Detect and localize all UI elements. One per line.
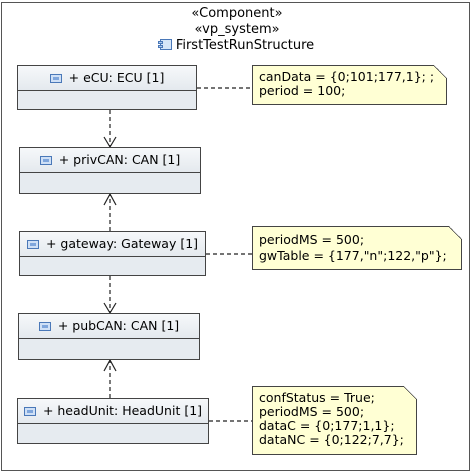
- part-icon: [39, 156, 52, 165]
- part-ecu-header: + eCU: ECU [1]: [18, 66, 196, 91]
- note-gateway: periodMS = 500; gwTable = {177,"n";122,"…: [252, 226, 462, 270]
- component-title: FirstTestRunStructure: [0, 38, 474, 54]
- note-line: period = 100;: [259, 83, 346, 98]
- part-icon: [26, 240, 39, 249]
- part-gateway-label: + gateway: Gateway [1]: [45, 236, 199, 251]
- part-icon: [23, 407, 36, 416]
- part-ecu-label: + eCU: ECU [1]: [68, 70, 165, 85]
- note-headunit: confStatus = True; periodMS = 500; dataC…: [252, 386, 417, 455]
- component-stereotype: «Component»: [191, 6, 283, 21]
- part-pubcan-header: + pubCAN: CAN [1]: [19, 314, 199, 339]
- part-privcan-header: + privCAN: CAN [1]: [20, 148, 200, 173]
- part-pubcan[interactable]: + pubCAN: CAN [1]: [18, 313, 200, 360]
- arrowhead-privcan-up: [103, 192, 117, 206]
- part-ecu[interactable]: + eCU: ECU [1]: [17, 65, 197, 110]
- part-gateway-header: + gateway: Gateway [1]: [20, 232, 205, 257]
- part-gateway[interactable]: + gateway: Gateway [1]: [19, 231, 206, 276]
- note-line: periodMS = 500;: [259, 404, 365, 419]
- part-headunit-label: + headUnit: HeadUnit [1]: [42, 403, 203, 418]
- part-pubcan-label: + pubCAN: CAN [1]: [57, 318, 180, 333]
- component-system-stereotype: «vp_system»: [194, 22, 280, 37]
- part-icon: [38, 322, 51, 331]
- part-headunit-header: + headUnit: HeadUnit [1]: [18, 399, 208, 424]
- note-line: gwTable = {177,"n";122,"p"};: [259, 248, 447, 263]
- note-ecu: canData = {0;101;177,1}; ; period = 100;: [252, 65, 447, 105]
- component-icon: [157, 39, 172, 50]
- note-line: confStatus = True;: [259, 390, 375, 405]
- part-headunit[interactable]: + headUnit: HeadUnit [1]: [17, 398, 209, 444]
- part-privcan[interactable]: + privCAN: CAN [1]: [19, 147, 201, 194]
- arrowhead-pubcan-up: [103, 358, 117, 372]
- note-line: periodMS = 500;: [259, 232, 365, 247]
- component-name: FirstTestRunStructure: [175, 38, 315, 53]
- note-line: dataNC = {0;122;7,7};: [259, 432, 404, 447]
- part-icon: [49, 74, 62, 83]
- note-line: dataC = {0;177;1,1};: [259, 418, 395, 433]
- note-line: canData = {0;101;177,1}; ;: [259, 69, 435, 84]
- part-privcan-label: + privCAN: CAN [1]: [58, 152, 181, 167]
